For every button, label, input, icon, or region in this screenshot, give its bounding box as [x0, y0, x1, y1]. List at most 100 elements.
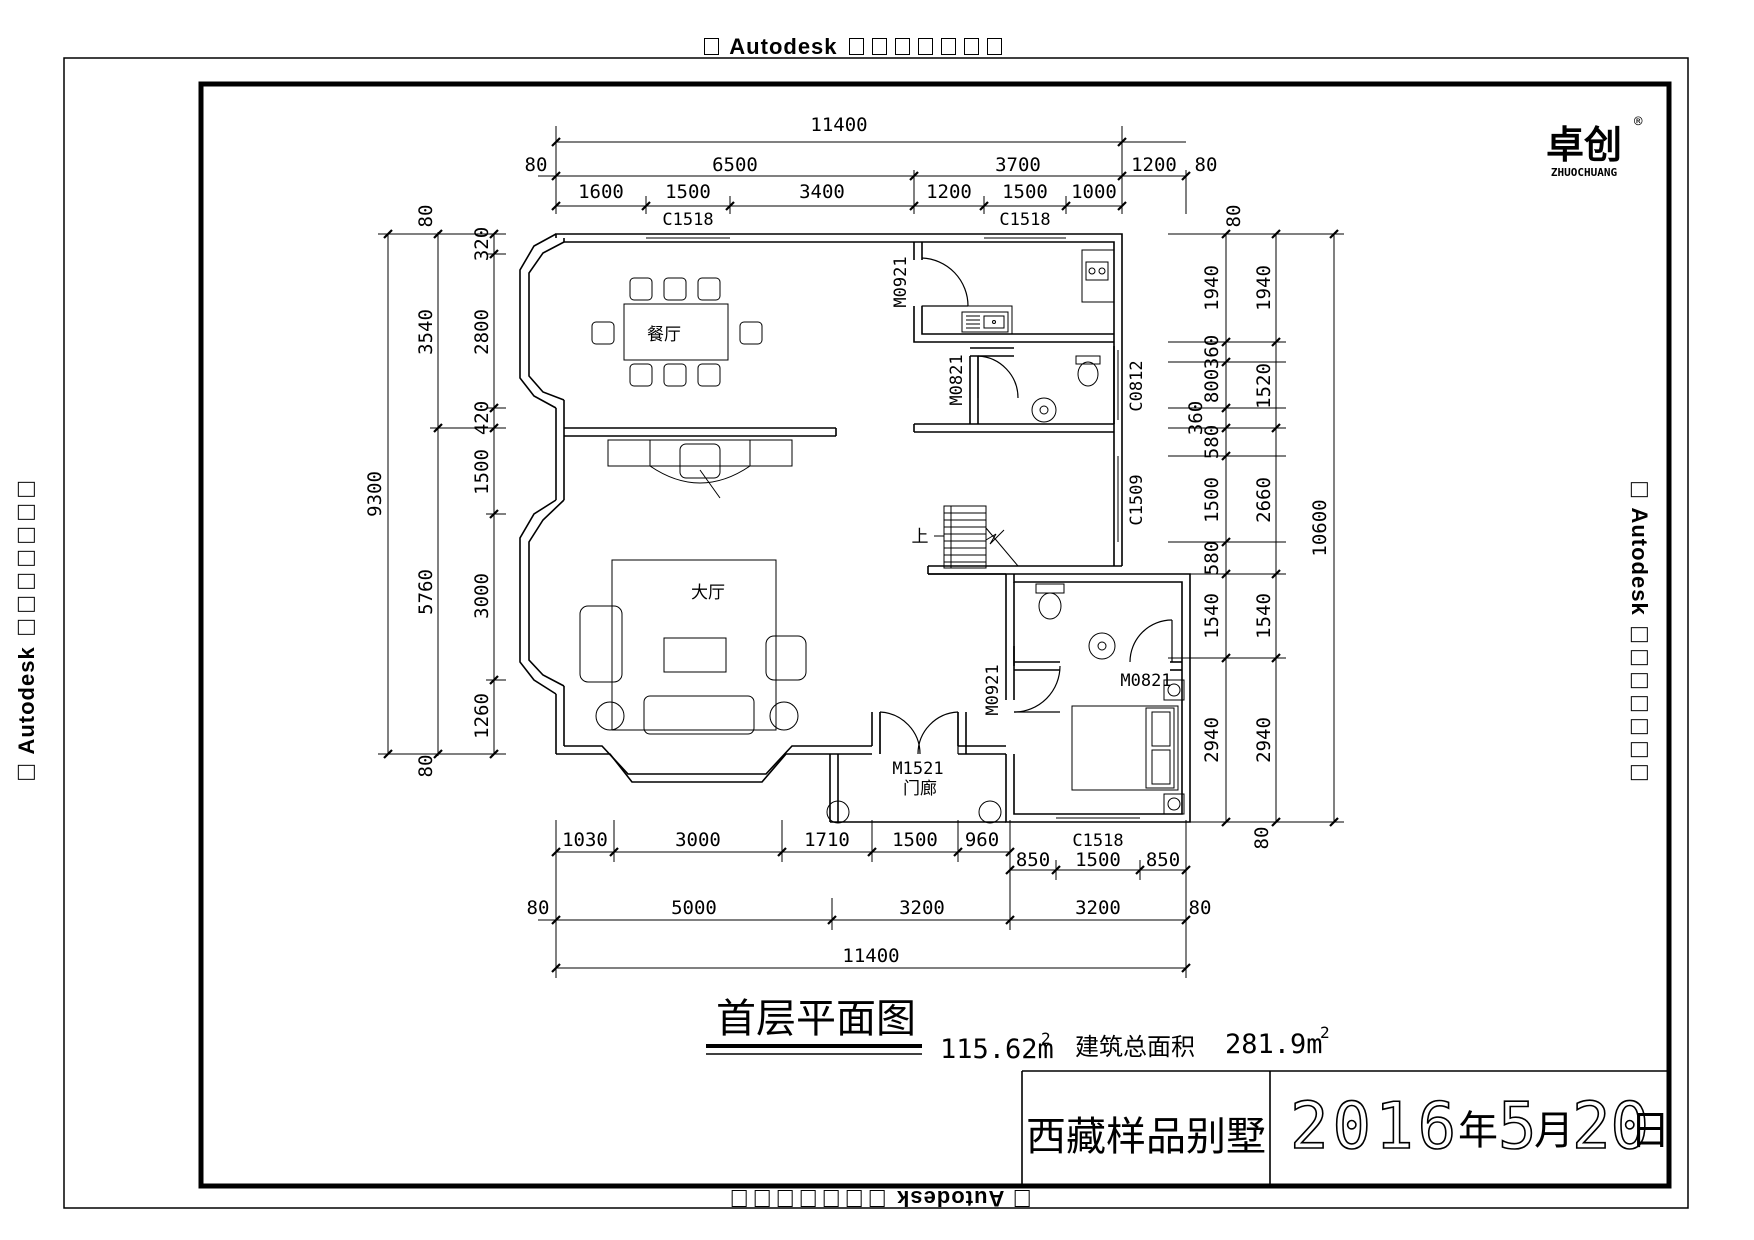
label-c1518-b: C1518 — [999, 210, 1050, 230]
label-m0921-mid: M0921 — [983, 664, 1003, 715]
plan-name: 首层平面图 — [716, 996, 916, 1042]
stair-up: 上 — [912, 527, 929, 547]
dim-right-inner: 360 — [1185, 401, 1207, 435]
dim-right-inner: 80 — [1251, 827, 1273, 850]
dim-right-inner: 800 — [1201, 369, 1223, 403]
date-day-char: 日 — [1630, 1108, 1670, 1154]
title-block: 西藏样品别墅 2016 年 5 月 20 日 — [1021, 1070, 1670, 1186]
floor-area: 115.62m — [940, 1034, 1054, 1065]
plan-title: 首层平面图 115.62m 2 建筑总面积 281.9m 2 — [706, 996, 1330, 1065]
dim-bottom-total: 11400 — [842, 945, 899, 967]
total-area-sup: 2 — [1320, 1023, 1330, 1042]
dim-top-detail: 1500 — [1002, 181, 1048, 203]
dim-right-mid: 1520 — [1253, 363, 1275, 409]
dim-top-mid: 80 — [1195, 154, 1218, 176]
dim-right-inner: 580 — [1201, 541, 1223, 575]
room-porch: 门廊 — [903, 779, 937, 799]
opening-labels: C1518 C1518 C1518 M0921 M0821 C0812 C150… — [662, 210, 1171, 851]
dimension-lines — [378, 126, 1344, 978]
dim-right-inner: 1940 — [1201, 265, 1223, 311]
autodesk-stamp-bottom: Autodesk — [728, 1185, 1034, 1211]
bathroom-fixtures — [1031, 355, 1116, 660]
room-dining: 餐厅 — [647, 325, 681, 345]
dim-top-detail: 3400 — [799, 181, 845, 203]
dim-left-mid: 3540 — [415, 309, 437, 355]
date-month-char: 月 — [1534, 1108, 1574, 1154]
staircase — [934, 505, 1019, 569]
autodesk-stamp-top: Autodesk — [700, 34, 1006, 60]
dim-right-inner: 2940 — [1201, 717, 1223, 763]
autodesk-stamp-right: Autodesk — [1626, 478, 1652, 784]
label-c1518-c: C1518 — [1072, 831, 1123, 851]
kitchen-fixtures — [921, 249, 1115, 335]
dim-right-inner: 1500 — [1201, 477, 1223, 523]
dim-left-mid: 80 — [415, 205, 437, 228]
bedroom-furniture — [1071, 679, 1185, 815]
autodesk-text: Autodesk — [13, 646, 39, 755]
dim-top-detail: 1000 — [1071, 181, 1117, 203]
dim-right-total: 10600 — [1309, 499, 1331, 556]
autodesk-stamp-left: Autodesk — [14, 478, 40, 784]
dim-right-inner: 1540 — [1201, 593, 1223, 639]
project-name: 西藏样品别墅 — [1026, 1114, 1266, 1160]
dim-bottom-mid: 3200 — [899, 897, 945, 919]
dim-bottom-mid: 3200 — [1075, 897, 1121, 919]
label-m0921-top: M0921 — [891, 256, 911, 307]
total-area: 281.9m — [1225, 1029, 1323, 1060]
date-year-char: 年 — [1458, 1108, 1498, 1154]
label-c1509: C1509 — [1127, 474, 1147, 525]
dim-left-inner: 1260 — [471, 693, 493, 739]
dim-right-inner: 80 — [1223, 205, 1245, 228]
dim-right-inner: 580 — [1201, 425, 1223, 459]
dim-top-mid: 80 — [525, 154, 548, 176]
logo-registered: ® — [1634, 114, 1643, 130]
dim-left-inner: 3000 — [471, 573, 493, 619]
dim-left-inner: 420 — [471, 401, 493, 435]
label-c1518-a: C1518 — [662, 210, 713, 230]
plan-windows — [646, 233, 1140, 823]
dim-right-mid: 2660 — [1253, 477, 1275, 523]
date-year: 2016 — [1290, 1090, 1460, 1164]
dim-bottom-detail: 3000 — [675, 829, 721, 851]
dim-top-total: 11400 — [810, 114, 867, 136]
dim-top-detail: 1500 — [665, 181, 711, 203]
dimension-ticks — [383, 137, 1339, 973]
dim-bottom-mid: 80 — [1189, 897, 1212, 919]
autodesk-text: Autodesk — [729, 34, 838, 59]
plan-walls — [519, 233, 1191, 823]
autodesk-text: Autodesk — [896, 1186, 1005, 1211]
dim-right-mid: 2940 — [1253, 717, 1275, 763]
room-names: 餐厅 大厅 门廊 上 — [647, 325, 937, 799]
dim-bottom-detail: 1710 — [804, 829, 850, 851]
dim-left-inner: 2800 — [471, 309, 493, 355]
hall-furniture — [579, 439, 1002, 824]
zhuochuang-logo: 卓创 ZHUOCHUANG ® — [1546, 114, 1643, 179]
label-m1521: M1521 — [892, 759, 943, 779]
dim-left-mid: 5760 — [415, 569, 437, 615]
total-area-label: 建筑总面积 — [1075, 1033, 1195, 1061]
drawing-border — [198, 81, 1672, 1189]
dimension-text: 11400 80 6500 3700 1200 80 1600 1500 340… — [364, 114, 1331, 967]
autodesk-text: Autodesk — [1626, 507, 1652, 616]
dim-top-detail: 1200 — [926, 181, 972, 203]
dim-bottom-detail-r: 850 — [1016, 849, 1050, 871]
dim-bottom-detail: 1030 — [562, 829, 608, 851]
dim-left-inner: 320 — [471, 227, 493, 261]
dim-top-detail: 1600 — [578, 181, 624, 203]
dim-top-mid: 6500 — [712, 154, 758, 176]
dim-right-inner: 360 — [1201, 335, 1223, 369]
dim-top-mid: 3700 — [995, 154, 1041, 176]
dim-left-inner: 1500 — [471, 449, 493, 495]
dim-top-mid: 1200 — [1131, 154, 1177, 176]
dim-right-mid: 1540 — [1253, 593, 1275, 639]
dim-left-outer: 9300 — [364, 471, 386, 517]
outer-frame — [63, 57, 1689, 1209]
dim-bottom-mid: 80 — [527, 897, 550, 919]
room-hall: 大厅 — [691, 583, 725, 603]
date-day: 20 — [1572, 1090, 1649, 1164]
dim-right-mid: 1940 — [1253, 265, 1275, 311]
dim-bottom-detail: 960 — [965, 829, 999, 851]
logo-name: 卓创 — [1546, 123, 1622, 167]
label-m0821-right: M0821 — [1120, 671, 1171, 691]
